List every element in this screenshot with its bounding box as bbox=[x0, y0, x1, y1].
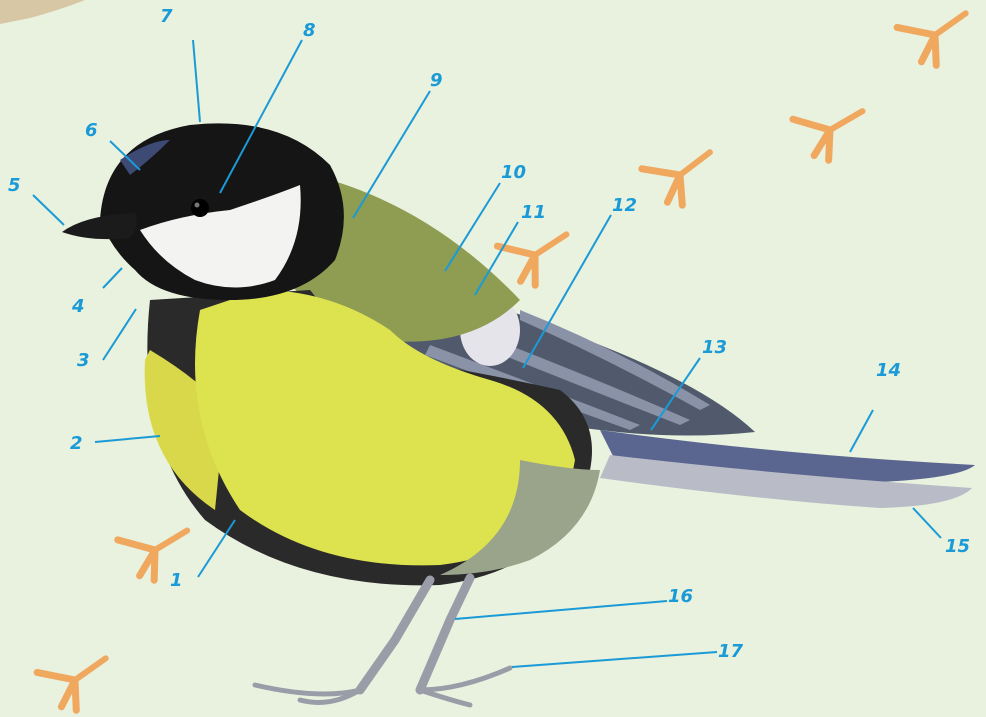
label-11: 11 bbox=[521, 202, 546, 223]
label-3: 3 bbox=[77, 350, 90, 371]
label-1: 1 bbox=[170, 570, 183, 591]
bird-legs bbox=[255, 578, 510, 705]
label-5: 5 bbox=[8, 175, 21, 196]
bird-head bbox=[62, 123, 344, 300]
label-7: 7 bbox=[160, 6, 173, 27]
label-16: 16 bbox=[668, 586, 693, 607]
label-6: 6 bbox=[85, 120, 98, 141]
label-14: 14 bbox=[876, 360, 901, 381]
corner-patch bbox=[0, 0, 85, 24]
label-10: 10 bbox=[501, 162, 526, 183]
label-9: 9 bbox=[430, 70, 443, 91]
label-4: 4 bbox=[71, 296, 85, 317]
label-17: 17 bbox=[718, 641, 744, 662]
label-15: 15 bbox=[945, 536, 970, 557]
bird-tail bbox=[600, 430, 975, 508]
label-13: 13 bbox=[702, 337, 727, 358]
label-2: 2 bbox=[70, 433, 83, 454]
label-12: 12 bbox=[612, 195, 637, 216]
label-8: 8 bbox=[303, 20, 316, 41]
